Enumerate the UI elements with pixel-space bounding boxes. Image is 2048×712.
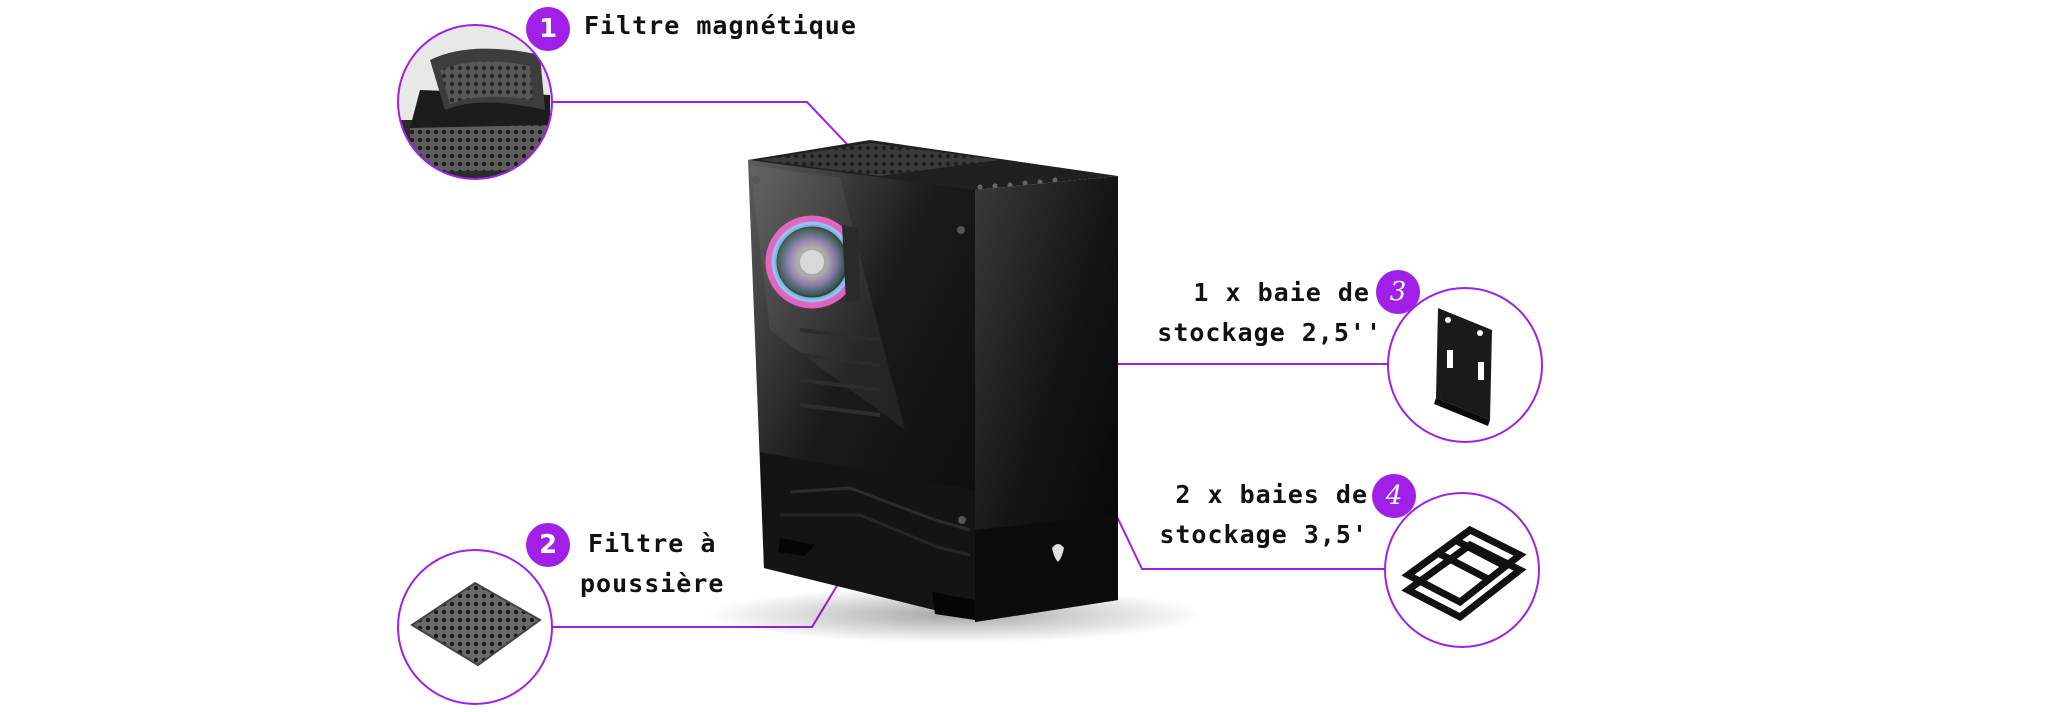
drive-cage-35-thumbnail [1384, 492, 1540, 648]
connector-line-4 [1109, 501, 1385, 570]
rgb-fan [765, 215, 860, 309]
callout-3-line-1: 1 x baie de [1193, 278, 1370, 307]
callout-label-drive-cage-35: 2 x baies de stockage 3,5' [1130, 475, 1368, 555]
callout-number-1: 1 [526, 7, 570, 51]
callout-4-line-1: 2 x baies de [1175, 480, 1368, 509]
front-panel [975, 176, 1118, 622]
callout-label-magnetic-filter: Filtre magnétique [584, 6, 857, 46]
callout-2-line-2: poussière [580, 569, 725, 598]
dust-filter-thumbnail [397, 549, 553, 705]
callout-3-line-2: stockage 2,5'' [1157, 318, 1382, 347]
callout-4-line-2: stockage 3,5' [1159, 520, 1368, 549]
callout-label-drive-bay-25: 1 x baie de stockage 2,5'' [1140, 273, 1381, 353]
magnetic-filter-thumbnail [397, 24, 553, 180]
connector-line-1 [552, 101, 863, 161]
callout-label-dust-filter: Filtre à poussière [580, 524, 724, 604]
callout-1-line-1: Filtre magnétique [584, 11, 857, 40]
drive-bay-25-thumbnail [1387, 287, 1543, 443]
pc-case-image [705, 140, 1205, 643]
psu-shroud [760, 452, 975, 620]
callout-number-4: 4 [1372, 474, 1416, 518]
callout-number-3: 3 [1376, 270, 1420, 314]
msi-logo [1052, 544, 1064, 562]
callout-2-line-1: Filtre à [588, 529, 717, 558]
callout-number-2: 2 [526, 523, 570, 567]
